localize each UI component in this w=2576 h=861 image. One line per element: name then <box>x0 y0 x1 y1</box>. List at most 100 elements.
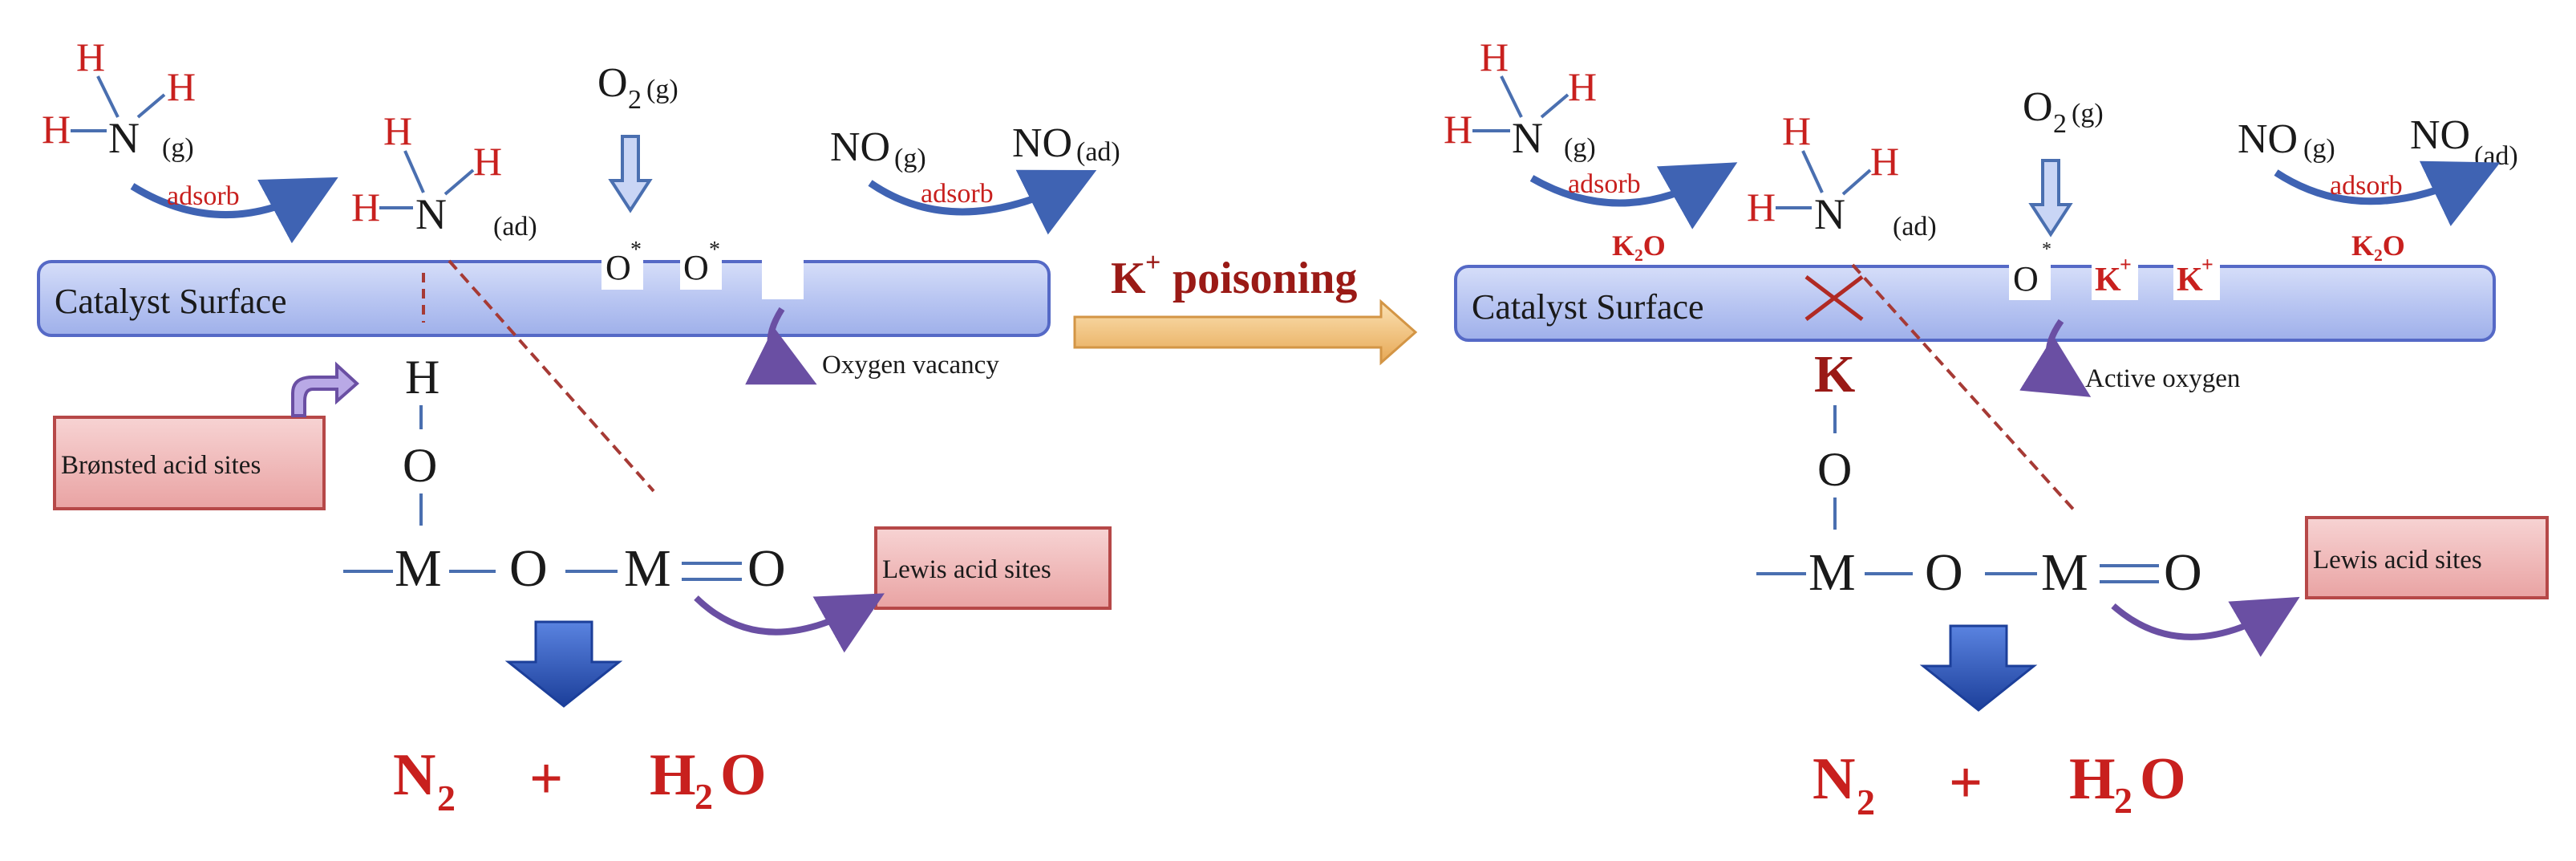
plus-superscript: + <box>2120 253 2132 276</box>
gas-subscript: (g) <box>2072 99 2104 128</box>
gas-subscript: (g) <box>894 144 926 173</box>
oxygen-vacancy-label: Oxygen vacancy <box>822 351 999 380</box>
h-atom: H <box>405 351 439 404</box>
adsorb-label: adsorb <box>921 179 994 209</box>
curved-arrow <box>745 307 817 385</box>
oxygen-vacancy-site <box>762 245 804 299</box>
bond <box>1841 169 1872 196</box>
surface-label: Catalyst Surface <box>55 282 287 321</box>
n-atom: N <box>1512 114 1543 162</box>
no-molecule: NO <box>2410 112 2470 158</box>
plus-sign: + <box>1949 750 1983 816</box>
no-molecule: NO <box>830 124 890 170</box>
blocked-site-cross <box>1804 275 1864 321</box>
h-atom: H <box>167 64 196 109</box>
gas-subscript: (g) <box>1564 133 1596 163</box>
h-atom: H <box>473 139 502 184</box>
adsorbed-subscript: (ad) <box>2474 141 2518 171</box>
product-down-arrow <box>1919 624 2038 712</box>
bent-arrow <box>291 361 359 417</box>
h-atom: H <box>2069 746 2116 812</box>
h-atom: H <box>650 742 696 808</box>
o-atom: O <box>2140 746 2186 812</box>
down-arrow-small <box>2028 159 2073 238</box>
adsorb-arrow <box>1529 162 1738 229</box>
nh3-gas-right: H H H N (g) <box>1444 35 1597 163</box>
o-atom: O <box>2023 84 2053 130</box>
h-atom: H <box>1444 107 1472 152</box>
down-arrow-small <box>608 135 653 213</box>
n-atom: N <box>393 742 435 808</box>
o-atom: O <box>403 439 437 492</box>
adsorb-label: adsorb <box>2330 171 2403 201</box>
subscript: 2 <box>1857 782 1875 822</box>
subscript: 2 <box>695 776 713 817</box>
o2-subscript: 2 <box>628 85 642 115</box>
no-species-right: NO (g) NO (ad) <box>2238 112 2518 171</box>
surface-site <box>2173 250 2220 300</box>
h-atom: H <box>1568 64 1597 109</box>
poisoning-label: poisoning <box>1173 254 1357 303</box>
left-panel: H H H N (g) adsorb H H H N (ad) O 2 (g) <box>37 35 1120 818</box>
k-atom: K <box>1814 345 1855 404</box>
adsorb-arrow <box>130 177 338 244</box>
bond <box>1801 150 1824 193</box>
catalyst-surface-bar <box>1454 265 2496 342</box>
lewis-acid-box <box>874 526 1112 610</box>
h-atom: H <box>1782 108 1811 153</box>
k-plus-ion: K <box>2177 262 2203 299</box>
no-molecule: NO <box>1012 120 1072 166</box>
nh3-gas-left: H H H N (g) <box>42 35 196 163</box>
o2-gas-left: O 2 (g) <box>597 60 678 213</box>
lewis-acid-box <box>2305 516 2549 599</box>
plus-superscript: + <box>2201 253 2213 276</box>
h-atom: H <box>1480 35 1509 79</box>
plus-sign: + <box>529 746 563 812</box>
dashed-bond <box>1851 263 2079 515</box>
no-molecule: NO <box>2238 116 2298 162</box>
curved-arrow <box>2111 596 2300 657</box>
poisoning-transition: K + poisoning <box>1073 248 1418 366</box>
bond <box>403 150 425 193</box>
k-plus-label: K <box>1111 254 1146 303</box>
o2-gas-right: O 2 (g) <box>2023 84 2104 238</box>
surface-site <box>680 245 722 290</box>
m-atom: M <box>624 539 671 598</box>
h-atom: H <box>1747 185 1776 229</box>
n-atom: N <box>1813 746 1855 812</box>
surface-label: Catalyst Surface <box>1472 287 1704 327</box>
subscript: 2 <box>2114 780 2132 821</box>
star-superscript: * <box>709 238 720 262</box>
active-oxygen-label: Active oxygen <box>2085 364 2240 393</box>
o-atom: O <box>2164 543 2202 602</box>
right-panel: H H H N (g) adsorb K₂O H H H N (ad) O 2 … <box>1444 35 2549 822</box>
h-atom: H <box>351 185 380 229</box>
k2o-label: K₂O <box>2351 229 2405 262</box>
adsorb-label: adsorb <box>1568 169 1641 199</box>
o-star-atom: O <box>606 248 631 287</box>
o-atom: O <box>1817 443 1852 496</box>
surface-site <box>2092 250 2138 300</box>
adsorb-arrow <box>868 169 1097 235</box>
k2o-label: K₂O <box>1612 229 1666 262</box>
adsorb-arrow <box>2274 160 2501 226</box>
gas-subscript: (g) <box>646 75 678 104</box>
products-right: N 2 + H 2 O <box>1813 746 2186 822</box>
curved-arrow <box>694 593 885 653</box>
nh3-adsorbed-left: H H H N (ad) <box>351 108 537 242</box>
adsorbed-subscript: (ad) <box>1076 137 1120 167</box>
metal-oxide-structure-left: H O M O M O <box>343 351 786 598</box>
lewis-acid-label: Lewis acid sites <box>882 555 1051 584</box>
subscript: 2 <box>437 778 456 818</box>
o-atom: O <box>509 539 548 598</box>
product-down-arrow <box>504 620 623 708</box>
o-atom: O <box>747 539 786 598</box>
curved-arrow <box>2019 319 2092 397</box>
lewis-acid-label: Lewis acid sites <box>2313 546 2482 575</box>
h-atom: H <box>1870 139 1899 184</box>
k-plus-ion: K <box>2095 262 2121 299</box>
m-atom: M <box>395 539 442 598</box>
n-atom: N <box>415 190 447 238</box>
m-atom: M <box>1808 543 1856 602</box>
m-atom: M <box>2041 543 2088 602</box>
